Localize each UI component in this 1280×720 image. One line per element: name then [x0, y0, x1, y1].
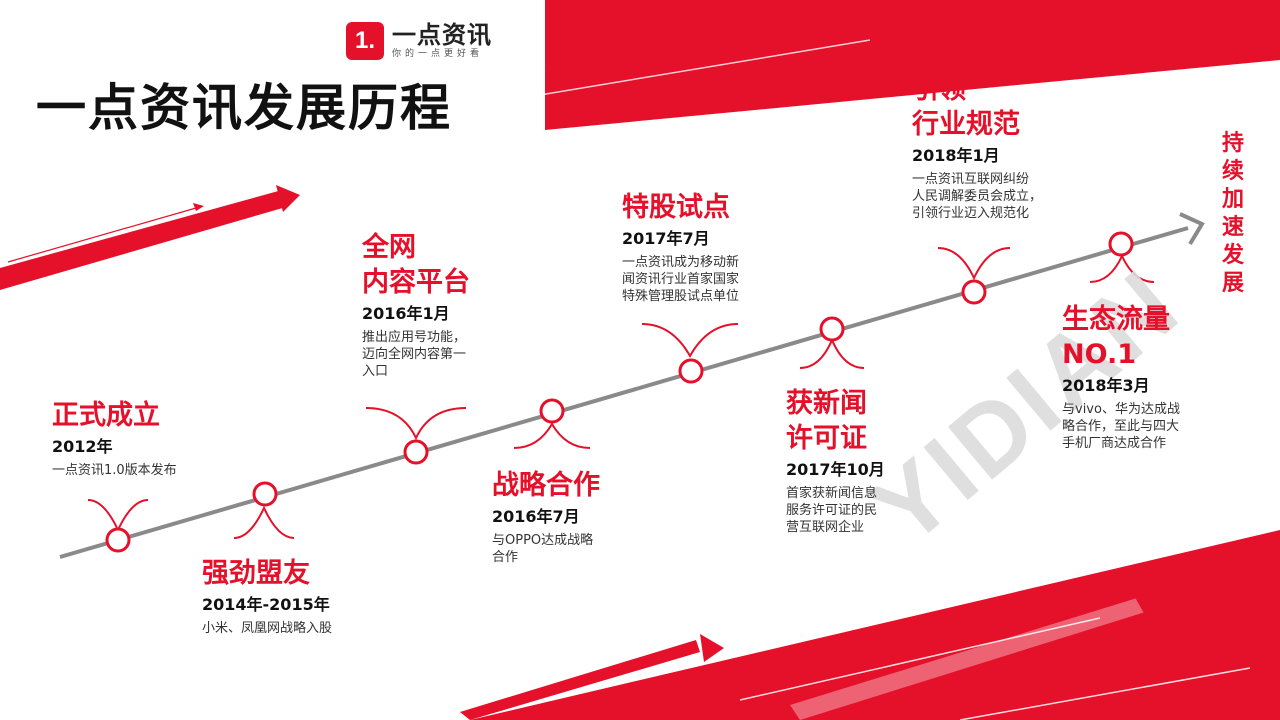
milestone-desc: 一点资讯互联网纠纷 人民调解委员会成立， 引领行业迈入规范化 [912, 172, 1043, 221]
top-accent-arrowhead [742, 31, 752, 39]
milestone-date: 2016年7月 [492, 507, 580, 526]
milestone-title: 生态流量 NO.1 [1062, 304, 1170, 370]
logo-mark-icon: 1. [346, 22, 384, 60]
milestone-title: 战略合作 [492, 470, 600, 501]
left-red-arrowhead [276, 185, 300, 212]
page-title: 一点资讯发展历程 [36, 79, 452, 137]
milestone-date: 2014年-2015年 [202, 595, 330, 614]
timeline-node-1 [105, 527, 131, 553]
left-red-arrow-body [0, 190, 286, 290]
timeline-node-4 [539, 398, 565, 424]
bracket-down-1 [87, 499, 149, 533]
timeline-node-7 [961, 279, 987, 305]
milestone-2: 强劲盟友 2014年-2015年 小米、凤凰网战略入股 [202, 556, 332, 637]
bottom-big-arrowhead [1132, 592, 1180, 642]
milestone-desc: 推出应用号功能， 迈向全网内容第一 入口 [362, 330, 467, 379]
milestone-1: 正式成立 2012年 一点资讯1.0版本发布 [52, 398, 177, 479]
timeline-node-8 [1108, 231, 1134, 257]
milestone-desc: 与vivo、华为达成战 略合作，至此与四大 手机厂商达成合作 [1062, 402, 1180, 451]
milestone-date: 2018年1月 [912, 146, 1000, 165]
milestone-date: 2016年1月 [362, 304, 450, 323]
bottom-right-red-band [470, 530, 1280, 720]
milestone-date: 2018年3月 [1062, 376, 1150, 395]
milestone-8: 生态流量 NO.1 2018年3月 与vivo、华为达成战 略合作，至此与四大 … [1062, 302, 1180, 452]
timeline-node-3 [403, 439, 429, 465]
bottom-left-arrowhead [700, 634, 724, 662]
milestone-4: 战略合作 2016年7月 与OPPO达成战略 合作 [492, 468, 600, 566]
milestone-title: 全网 内容平台 [362, 232, 470, 298]
brand-logo: 1. 一点资讯 你的一点更好看 [346, 22, 492, 60]
milestone-title: 强劲盟友 [202, 558, 310, 589]
bracket-down-7 [937, 247, 1011, 281]
milestone-desc: 与OPPO达成战略 合作 [492, 533, 594, 565]
top-accent-line-2 [539, 39, 871, 96]
milestone-date: 2017年7月 [622, 229, 710, 248]
milestone-6: 获新闻 许可证 2017年10月 首家获新闻信息 服务许可证的民 营互联网企业 [786, 386, 885, 536]
milestone-title: 正式成立 [52, 400, 160, 431]
bracket-up-6 [799, 337, 865, 369]
milestone-title: 引领 行业规范 [912, 74, 1020, 140]
bottom-left-arrow-body [460, 640, 700, 720]
timeline-axis [59, 226, 1189, 559]
timeline-node-5 [678, 358, 704, 384]
milestone-desc: 一点资讯成为移动新 闻资讯行业首家国家 特殊管理股试点单位 [622, 255, 740, 304]
left-thin-arrowhead [193, 203, 204, 211]
end-label: 持续加速发展 [1221, 131, 1244, 296]
bottom-thin-line [739, 617, 1101, 701]
milestone-title: 特股试点 [622, 192, 730, 223]
milestone-5: 特股试点 2017年7月 一点资讯成为移动新 闻资讯行业首家国家 特殊管理股试点… [622, 190, 739, 305]
logo-text: 一点资讯 你的一点更好看 [392, 22, 492, 60]
milestone-desc: 一点资讯1.0版本发布 [52, 463, 177, 478]
logo-slogan: 你的一点更好看 [392, 49, 484, 59]
milestone-date: 2017年10月 [786, 460, 885, 479]
milestone-desc: 小米、凤凰网战略入股 [202, 621, 333, 636]
logo-name: 一点资讯 [392, 21, 492, 49]
left-thin-line [7, 207, 197, 263]
timeline-nodes [105, 231, 1134, 553]
bracket-up-4 [513, 422, 591, 449]
top-right-red-band [545, 0, 1280, 130]
milestone-3: 全网 内容平台 2016年1月 推出应用号功能， 迈向全网内容第一 入口 [362, 230, 470, 380]
bracket-down-5 [641, 323, 739, 359]
milestone-date: 2012年 [52, 437, 113, 456]
milestone-desc: 首家获新闻信息 服务许可证的民 营互联网企业 [786, 486, 878, 535]
timeline-node-6 [819, 316, 845, 342]
milestone-7: 引领 行业规范 2018年1月 一点资讯互联网纠纷 人民调解委员会成立， 引领行… [912, 72, 1042, 222]
top-accent-line [544, 34, 746, 69]
bottom-thin-line-2 [959, 667, 1251, 720]
timeline-arrowhead [1179, 212, 1205, 246]
bracket-up-2 [233, 505, 295, 539]
milestone-title: 获新闻 许可证 [786, 388, 867, 454]
timeline-node-2 [252, 481, 278, 507]
bracket-down-3 [365, 407, 467, 441]
